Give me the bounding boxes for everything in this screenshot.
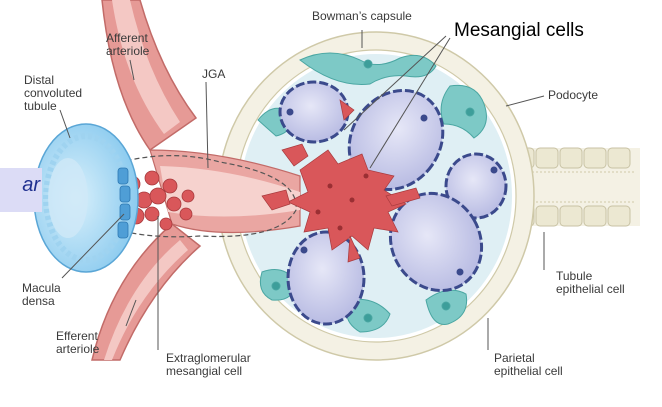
jga-region <box>95 155 297 238</box>
label-macula-densa: Macula densa <box>22 281 61 308</box>
distal-convoluted-tubule <box>33 123 139 273</box>
label-mesangial-cells: Mesangial cells <box>454 20 584 41</box>
mesangial-cells <box>261 99 421 263</box>
capillary-loops <box>278 80 508 326</box>
label-parietal-epithelial-cell: Parietal epithelial cell <box>494 351 563 378</box>
label-afferent-arteriole: Afferent arteriole <box>106 31 150 58</box>
label-bowmans-capsule: Bowman’s capsule <box>312 9 412 23</box>
label-tubule-epithelial-cell: Tubule epithelial cell <box>556 269 625 296</box>
afferent-arteriole <box>101 0 198 152</box>
label-distal-convoluted-tubule: Distal convoluted tubule <box>24 73 83 113</box>
label-efferent-arteriole: Efferent arteriole <box>56 329 100 356</box>
cropped-label: ar <box>0 168 42 212</box>
label-extraglomerular-mesangial-cell: Extraglomerular mesangial cell <box>166 351 251 378</box>
label-jga: JGA <box>202 67 226 81</box>
extraglomerular-mesangium <box>123 170 195 231</box>
efferent-arteriole <box>91 223 202 361</box>
leader-lines <box>59 30 545 350</box>
label-podocyte: Podocyte <box>548 88 599 102</box>
endothelial-nuclei <box>286 108 498 276</box>
mesangial-nuclei <box>315 173 369 231</box>
macula-densa <box>117 167 131 239</box>
